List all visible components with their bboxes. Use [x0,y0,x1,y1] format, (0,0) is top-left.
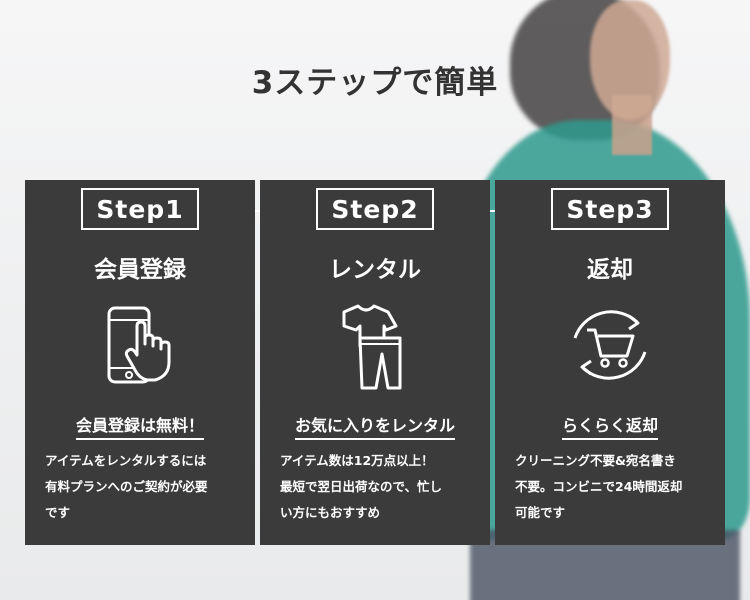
step-heading-2: レンタル [329,257,421,283]
step-card-1: Step1 会員登録 会員登録は無料！ アイテムをレンタルするには 有料プランへ… [25,180,255,545]
step-description-3: クリーニング不要&宛名書き 不要。コンビニで24時間返却 可能です [515,453,683,520]
step-card-2: Step2 レンタル お気に入りをレンタル アイテム数は12万点以上！ 最短で翌… [260,180,490,545]
step-badge-3: Step3 [551,188,669,230]
step-subhead-2: お気に入りをレンタル [260,412,490,440]
step-description-1: アイテムをレンタルするには 有料プランへのご契約が必要 です [45,453,208,520]
step-heading-1: 会員登録 [94,257,186,283]
clothes-icon [342,304,402,390]
step-description-2: アイテム数は12万点以上！ 最短で翌日出荷なので、忙し い方にもおすすめ [280,453,443,520]
smartphone-tap-icon [107,306,171,384]
step-heading-3: 返却 [587,257,633,283]
step-subhead-1: 会員登録は無料！ [25,412,255,440]
step-subhead-3: らくらく返却 [495,412,725,440]
cart-return-icon [573,310,647,380]
step-badge-2: Step2 [316,188,434,230]
step-connector-2-3 [433,210,555,212]
step-badge-1: Step1 [81,188,199,230]
page-title: 3ステップで簡単 [251,65,499,101]
step-connector-1-2 [198,210,320,212]
step-card-3: Step3 返却 らくらく返却 クリーニング不要&宛名書き 不要。コンビニで24… [495,180,725,545]
